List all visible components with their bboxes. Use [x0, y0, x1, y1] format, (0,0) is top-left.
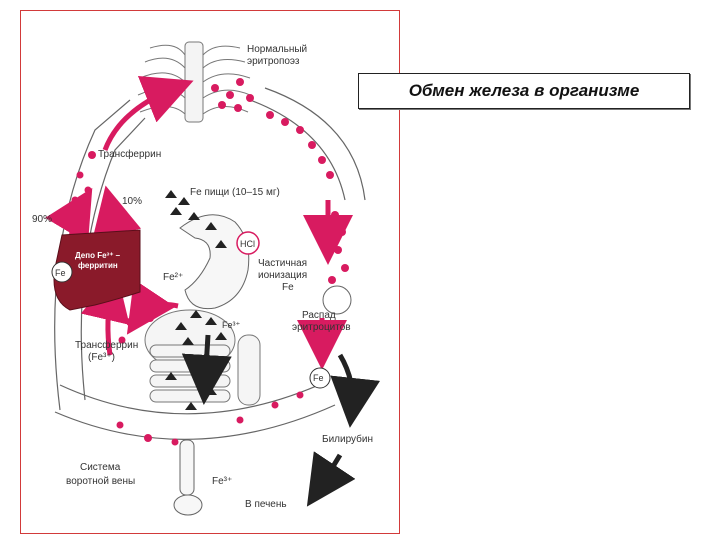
label-decay-2: эритроцитов: [292, 322, 351, 333]
label-to-liver: В печень: [245, 499, 287, 510]
label-transferrin-bottom-1: Трансферрин: [75, 339, 138, 351]
portal-vein: [173, 439, 203, 516]
label-fe-vessel: Fe: [313, 373, 324, 383]
black-flow-arrows: [181, 334, 381, 507]
diagram-labels: Нормальный эритропоэз Трансферрин 10% 90…: [32, 44, 373, 510]
ribcage-illustration: [137, 41, 251, 123]
label-transferrin-bottom-2: (Fe³⁺): [88, 352, 115, 363]
label-portal-2: воротной вены: [66, 476, 135, 487]
decay-node: [322, 285, 352, 315]
label-depot-2: ферритин: [78, 261, 118, 270]
label-partial-2: ионизация: [258, 270, 307, 281]
fe-vessel-node: [309, 367, 331, 389]
stomach-illustration: [179, 214, 260, 310]
food-iron-particles: [165, 190, 227, 410]
label-pct90: 90%: [32, 214, 52, 225]
label-food-iron: Fe пищи (10–15 мг): [190, 187, 280, 198]
label-partial-1: Частичная: [258, 258, 307, 269]
label-fe-liver: Fe: [55, 268, 66, 278]
label-fe2: Fe²⁺: [163, 272, 183, 283]
label-depot-1: Депо Fe³⁺ –: [75, 251, 121, 260]
label-erythropoiesis-1: Нормальный: [247, 44, 307, 55]
label-portal-1: Система: [80, 462, 121, 473]
slide-title: Обмен железа в организме: [408, 81, 640, 100]
label-transferrin-top: Трансферрин: [98, 148, 161, 160]
label-bilirubin: Билирубин: [322, 433, 373, 445]
slide-title-box: Обмен железа в организме: [358, 73, 690, 109]
liver-depot: [51, 229, 141, 311]
label-partial-3: Fe: [282, 282, 294, 293]
label-fe3-gut: Fe³⁺: [222, 320, 241, 330]
label-hcl: HCl: [240, 239, 255, 249]
label-decay-1: Распад: [302, 310, 336, 321]
label-pct10: 10%: [122, 196, 142, 207]
label-erythropoiesis-2: эритропоэз: [247, 56, 300, 67]
label-fe3-portal: Fe³⁺: [212, 476, 232, 487]
